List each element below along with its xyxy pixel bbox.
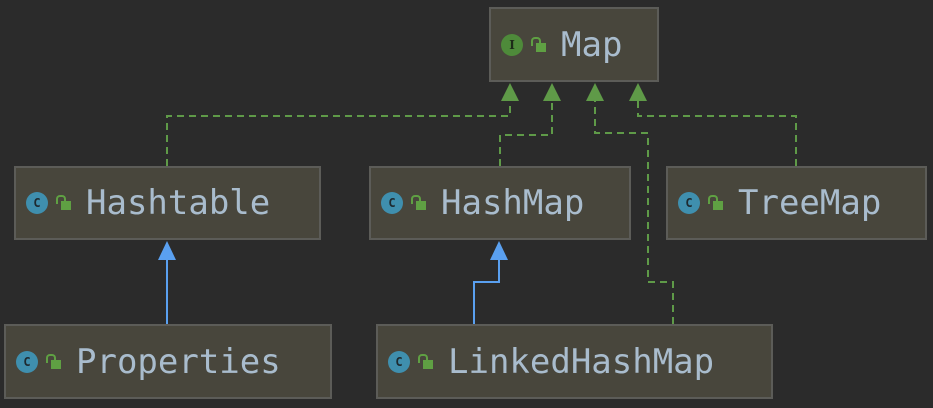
node-label: HashMap	[441, 183, 585, 223]
edge-hashtable-map	[166, 100, 511, 166]
arrowhead-treemap-map	[629, 83, 647, 101]
class-icon: C	[388, 350, 410, 373]
node-map[interactable]: I Map	[489, 7, 659, 82]
arrowhead-properties-hashtable	[158, 241, 176, 260]
arrowhead-hashtable-map	[501, 83, 519, 101]
node-properties[interactable]: C Properties	[4, 324, 332, 399]
edge-treemap-map	[637, 100, 797, 166]
node-label: Map	[561, 24, 623, 65]
node-label: Properties	[76, 341, 281, 382]
public-lock-icon	[56, 194, 72, 212]
node-hashmap[interactable]: C HashMap	[369, 166, 631, 240]
class-icon: C	[16, 350, 38, 373]
arrowhead-linkedhashmap-hashmap	[490, 241, 508, 260]
arrowhead-linkedhashmap-map	[586, 83, 604, 101]
edge-linkedhashmap-hashmap	[473, 258, 500, 324]
node-linkedhashmap[interactable]: C LinkedHashMap	[376, 324, 773, 399]
public-lock-icon	[46, 353, 62, 371]
node-treemap[interactable]: C TreeMap	[666, 166, 927, 240]
node-hashtable[interactable]: C Hashtable	[14, 166, 321, 240]
class-icon: C	[678, 192, 700, 214]
class-icon: C	[26, 192, 48, 214]
public-lock-icon	[708, 194, 724, 212]
public-lock-icon	[411, 194, 427, 212]
class-icon: C	[381, 192, 403, 214]
node-label: TreeMap	[738, 183, 882, 223]
interface-icon: I	[501, 33, 523, 56]
public-lock-icon	[418, 353, 434, 371]
node-label: LinkedHashMap	[448, 341, 715, 382]
public-lock-icon	[531, 36, 547, 54]
edge-hashmap-map	[499, 100, 553, 166]
arrowhead-hashmap-map	[543, 83, 561, 101]
node-label: Hashtable	[86, 183, 271, 223]
